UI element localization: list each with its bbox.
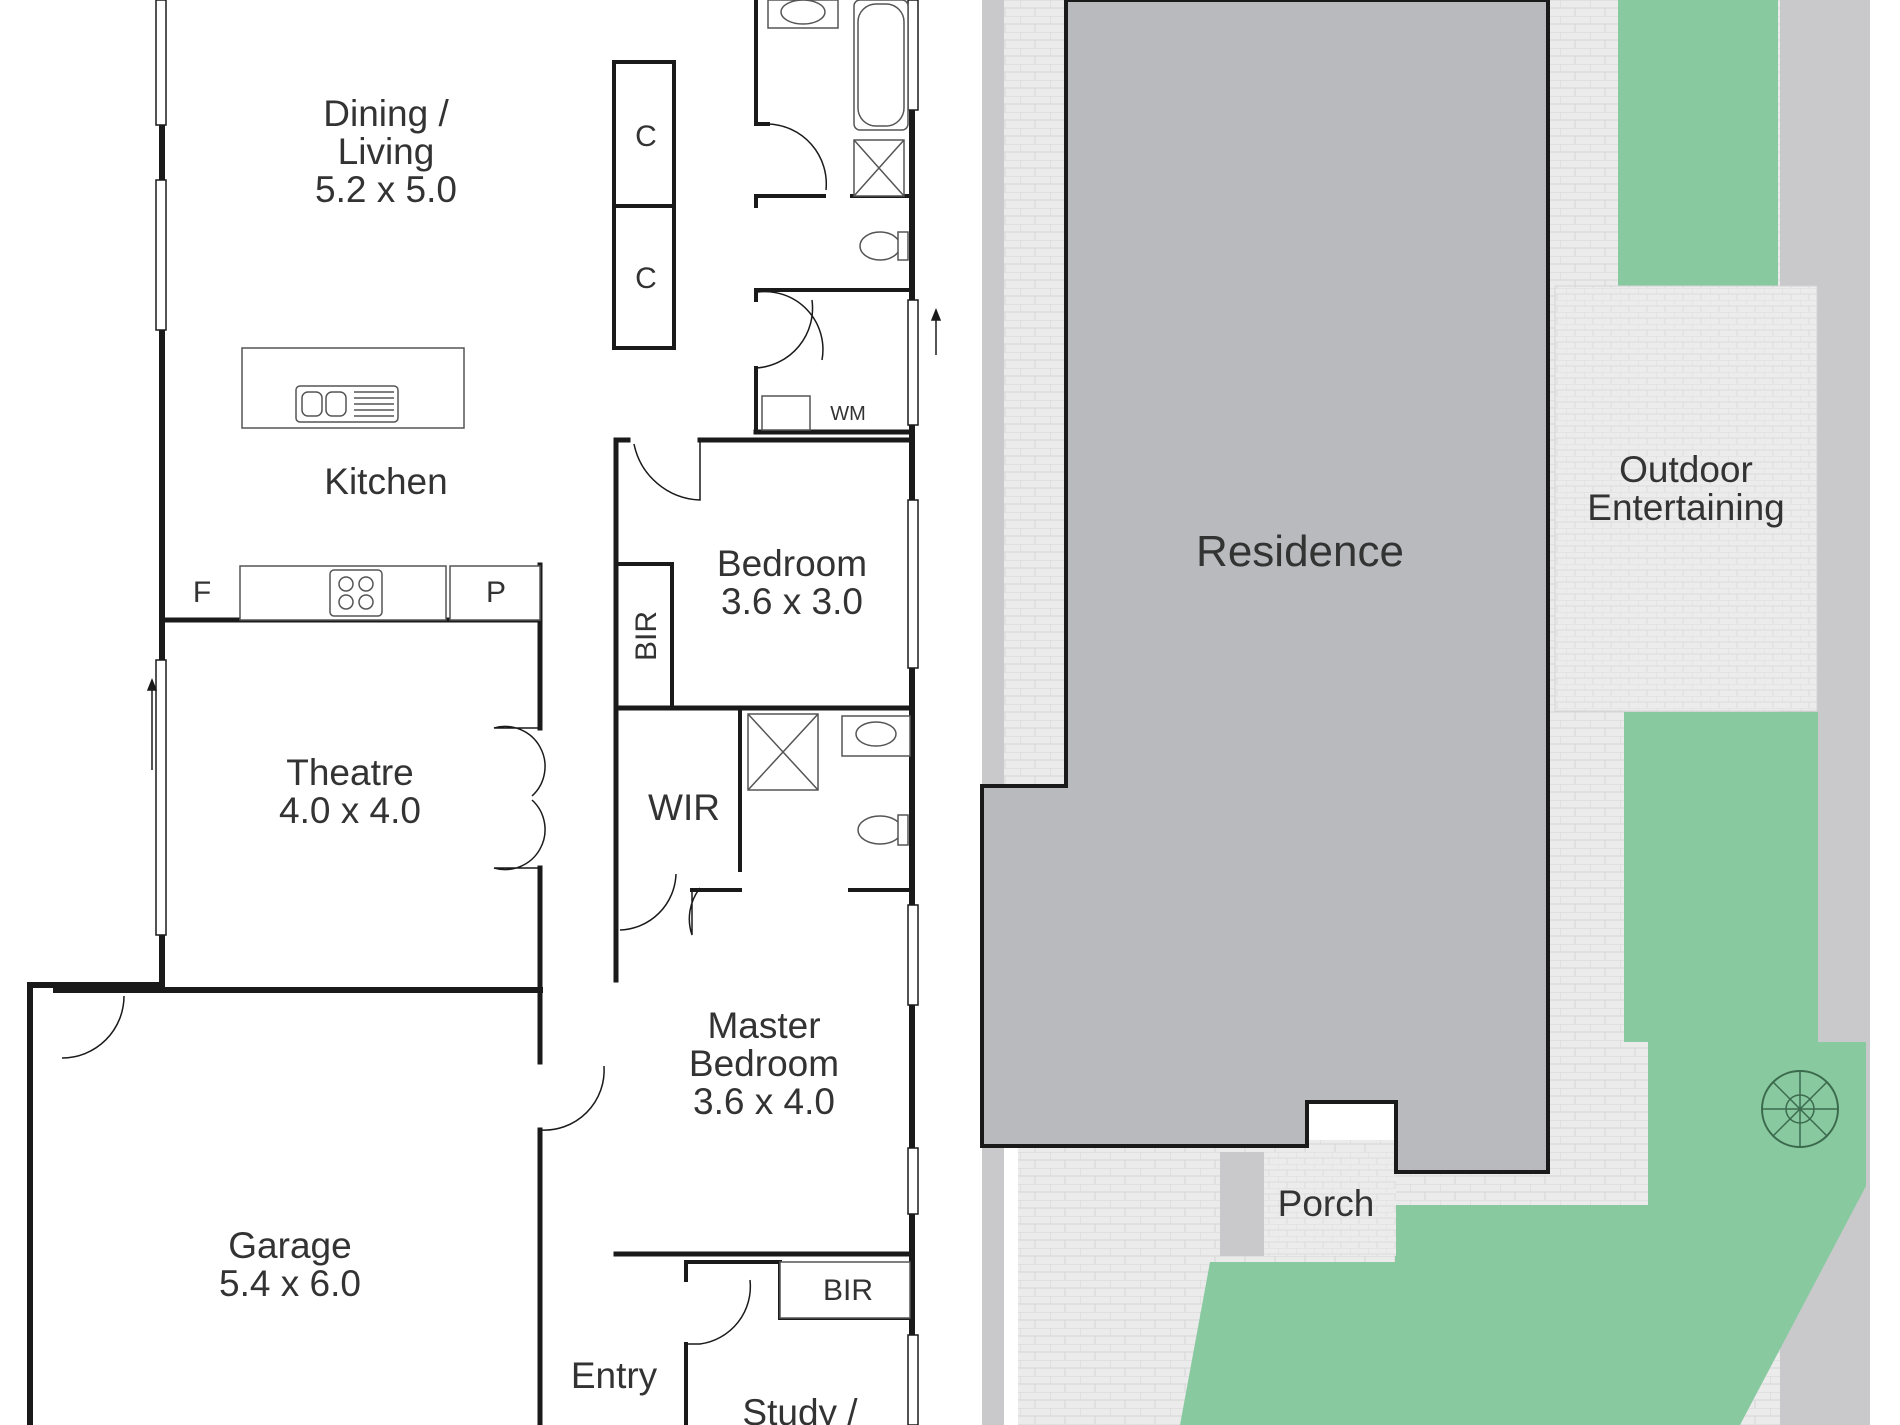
windows — [155, 0, 919, 1425]
ensuite-toilet-fixture — [857, 815, 903, 845]
porch-side-strip — [1220, 1152, 1264, 1256]
study-bir — [779, 1261, 911, 1319]
washing-machine-fixture — [761, 395, 811, 431]
garage-size: 5.4 x 6.0 — [219, 1263, 361, 1304]
bir-study-label: BIR — [823, 1274, 873, 1307]
fixtures — [239, 0, 911, 1319]
residence-label: Residence — [1196, 527, 1404, 576]
left-path-paving — [1004, 0, 1064, 790]
bedroom-size: 3.6 x 3.0 — [721, 581, 863, 622]
outdoor-label-line2: Entertaining — [1587, 487, 1784, 528]
theatre-label: Theatre — [286, 752, 414, 793]
entry-label: Entry — [571, 1355, 658, 1396]
garage-label: Garage — [228, 1225, 351, 1266]
front-lawn — [1180, 1042, 1866, 1425]
cupboard-label-2: C — [635, 262, 657, 295]
study-label: Study / — [742, 1392, 858, 1425]
porch-label: Porch — [1278, 1183, 1375, 1224]
site-plan: Residence Outdoor Entertaining Porch — [980, 0, 1900, 1425]
pantry-label: P — [486, 576, 506, 609]
door-swings — [61, 123, 828, 1345]
master-bedroom-size: 3.6 x 4.0 — [693, 1081, 835, 1122]
toilet-fixture — [859, 231, 901, 261]
residence-footprint — [980, 0, 1550, 1174]
theatre-size: 4.0 x 4.0 — [279, 790, 421, 831]
outdoor-label-line1: Outdoor — [1619, 449, 1753, 490]
cupboard-label-1: C — [635, 120, 657, 153]
dining-living-label-line2: Living — [338, 131, 435, 172]
wir-label: WIR — [648, 787, 720, 828]
sliding-door-arrows — [146, 307, 942, 770]
bir-bedroom-label: BIR — [630, 611, 663, 661]
side-lawn — [1624, 712, 1818, 1042]
laundry-wm-label: WM — [830, 403, 866, 425]
room-labels: Dining / Living 5.2 x 5.0 Kitchen Theatr… — [193, 93, 873, 1425]
porch-paving — [1264, 1152, 1396, 1256]
dining-living-size: 5.2 x 5.0 — [315, 169, 457, 210]
outdoor-entertaining-paving — [1554, 285, 1818, 712]
cooktop-icon — [329, 569, 383, 617]
master-bedroom-label-line2: Bedroom — [689, 1043, 839, 1084]
rear-lawn — [1618, 0, 1778, 286]
fridge-label: F — [193, 576, 211, 609]
dining-living-label-line1: Dining / — [323, 93, 449, 134]
kitchen-label: Kitchen — [324, 461, 447, 502]
tree-icon — [1761, 1070, 1839, 1148]
bedroom-label: Bedroom — [717, 543, 867, 584]
left-boundary-strip — [982, 0, 1004, 1425]
master-bedroom-label-line1: Master — [707, 1005, 820, 1046]
